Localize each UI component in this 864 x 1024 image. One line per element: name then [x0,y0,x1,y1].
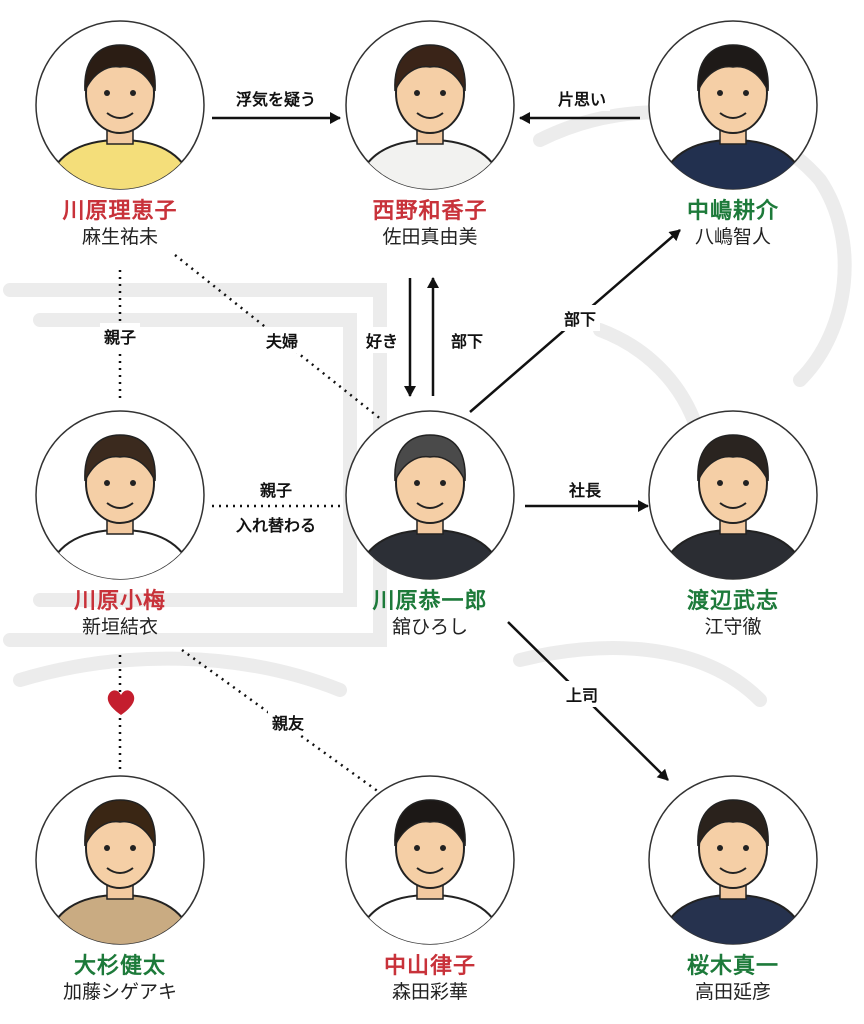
label-subordinate-2: 部下 [559,305,601,331]
portrait-avatar-icon [648,775,818,945]
person-kyoichiro: 川原恭一郎舘ひろし [345,405,515,639]
role-name: 大杉健太 [73,954,166,979]
portrait-avatar-icon [35,410,205,580]
label-suspects-affair: 浮気を疑う [231,85,321,111]
person-kosuke: 中嶋耕介八嶋智人 [648,15,818,249]
portrait-avatar-icon [35,20,205,190]
actor-name: 加藤シゲアキ [62,981,177,1003]
person-koume: 川原小梅新垣結衣 [35,405,205,639]
actor-name: 舘ひろし [391,616,468,638]
person-ritsuko: 中山律子森田彩華 [345,770,515,1004]
label-boss: 上司 [561,681,603,707]
relationship-lines [118,112,681,802]
label-unrequited-love: 片思い [553,85,611,111]
label-parent-child-2: 親子 [255,476,297,502]
portrait-avatar-icon [648,410,818,580]
actor-name: 佐田真由美 [382,226,478,248]
person-kenta: 大杉健太加藤シゲアキ [35,770,205,1004]
actor-name: 森田彩華 [391,981,468,1003]
role-name: 中嶋耕介 [686,199,779,224]
label-subordinate-1: 部下 [446,327,488,353]
person-rieko: 川原理恵子麻生祐未 [35,15,205,249]
actor-name: 江守徹 [704,616,762,638]
line-best-friend [181,648,391,802]
role-name: 桜木真一 [686,954,779,979]
actor-name: 八嶋智人 [694,226,771,248]
label-body-swap: 入れ替わる [231,511,321,537]
person-takeshi: 渡辺武志江守徹 [648,405,818,639]
role-name: 川原恭一郎 [372,589,488,614]
role-name: 川原理恵子 [62,199,178,224]
portrait-avatar-icon [345,410,515,580]
person-wakako: 西野和香子佐田真由美 [345,15,515,249]
heart-icon [107,690,135,715]
label-married: 夫婦 [261,327,303,353]
actor-name: 高田延彦 [694,981,771,1003]
role-name: 川原小梅 [73,589,166,614]
label-president: 社長 [564,476,606,502]
portrait-avatar-icon [345,20,515,190]
actor-name: 新垣結衣 [81,616,158,638]
role-name: 渡辺武志 [686,589,779,614]
actor-name: 麻生祐未 [81,226,158,248]
portrait-avatar-icon [648,20,818,190]
portrait-avatar-icon [345,775,515,945]
portrait-avatar-icon [35,775,205,945]
role-name: 中山律子 [383,954,476,979]
role-name: 西野和香子 [372,199,488,224]
person-shinichi: 桜木真一高田延彦 [648,770,818,1004]
label-parent-child-1: 親子 [99,323,141,349]
label-best-friend: 親友 [267,709,309,735]
label-likes: 好き [361,327,403,353]
